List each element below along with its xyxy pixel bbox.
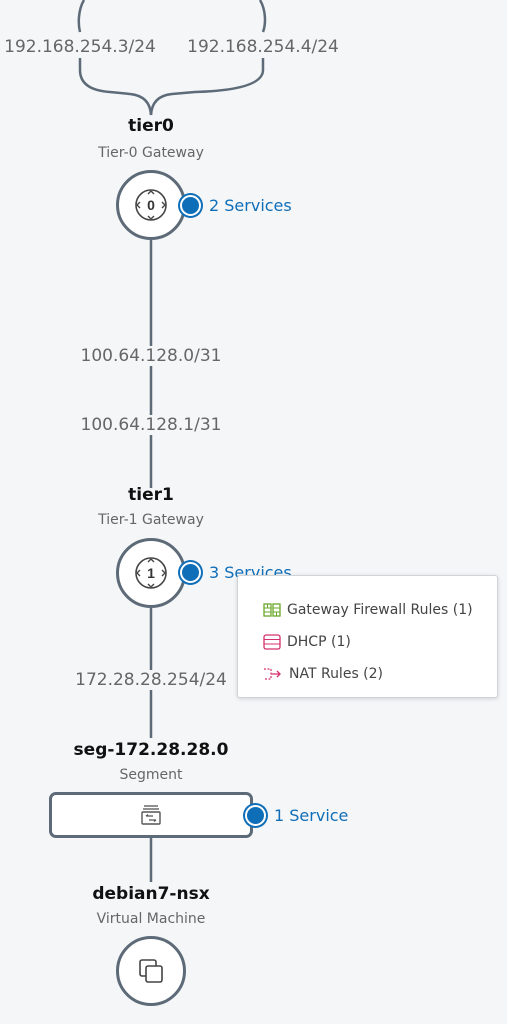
- popup-item-label: DHCP (1): [287, 634, 351, 650]
- transit-upper-ip: 100.64.128.0/31: [77, 346, 225, 366]
- service-dot-icon: [180, 562, 201, 583]
- nat-icon: [264, 668, 281, 680]
- segment-services-label: 1 Service: [274, 806, 349, 825]
- vm-name: debian7-nsx: [92, 884, 210, 904]
- service-dot-icon: [180, 195, 201, 216]
- segment-icon: [141, 805, 161, 825]
- dhcp-icon: [263, 634, 281, 650]
- segment-gateway-ip: 172.28.28.254/24: [72, 670, 230, 690]
- tier0-services-link[interactable]: 2 Services: [180, 195, 292, 216]
- tier0-type: Tier-0 Gateway: [98, 145, 204, 161]
- tier0-icon-letter: 0: [147, 197, 155, 213]
- segment-node[interactable]: [49, 792, 253, 838]
- tier1-type: Tier-1 Gateway: [98, 512, 204, 528]
- tier0-services-label: 2 Services: [209, 196, 292, 215]
- transit-lower-ip: 100.64.128.1/31: [77, 415, 225, 435]
- router-icon: 0: [135, 189, 167, 221]
- popup-item-dhcp[interactable]: DHCP (1): [238, 626, 497, 658]
- vm-type: Virtual Machine: [96, 911, 206, 927]
- firewall-icon: [263, 603, 281, 617]
- service-dot-icon: [245, 805, 266, 826]
- tier1-icon-letter: 1: [147, 565, 155, 581]
- vm-node[interactable]: [116, 936, 186, 1006]
- segment-services-link[interactable]: 1 Service: [245, 805, 348, 826]
- router-icon: 1: [135, 557, 167, 589]
- segment-type: Segment: [119, 767, 183, 783]
- uplink-left-ip: 192.168.254.3/24: [1, 37, 159, 57]
- popup-item-label: Gateway Firewall Rules (1): [287, 602, 473, 618]
- popup-item-label: NAT Rules (2): [289, 666, 384, 682]
- segment-name: seg-172.28.28.0: [73, 740, 229, 760]
- popup-item-nat-rules[interactable]: NAT Rules (2): [238, 658, 497, 690]
- tier0-name: tier0: [128, 116, 174, 136]
- uplink-right-ip: 192.168.254.4/24: [184, 37, 342, 57]
- virtual-machine-icon: [139, 959, 163, 983]
- services-popover: Gateway Firewall Rules (1) DHCP (1) NAT …: [237, 575, 498, 698]
- popup-item-gateway-firewall[interactable]: Gateway Firewall Rules (1): [238, 594, 497, 626]
- tier1-name: tier1: [128, 485, 174, 505]
- tier1-gateway-node[interactable]: 1: [116, 538, 186, 608]
- tier0-gateway-node[interactable]: 0: [116, 170, 186, 240]
